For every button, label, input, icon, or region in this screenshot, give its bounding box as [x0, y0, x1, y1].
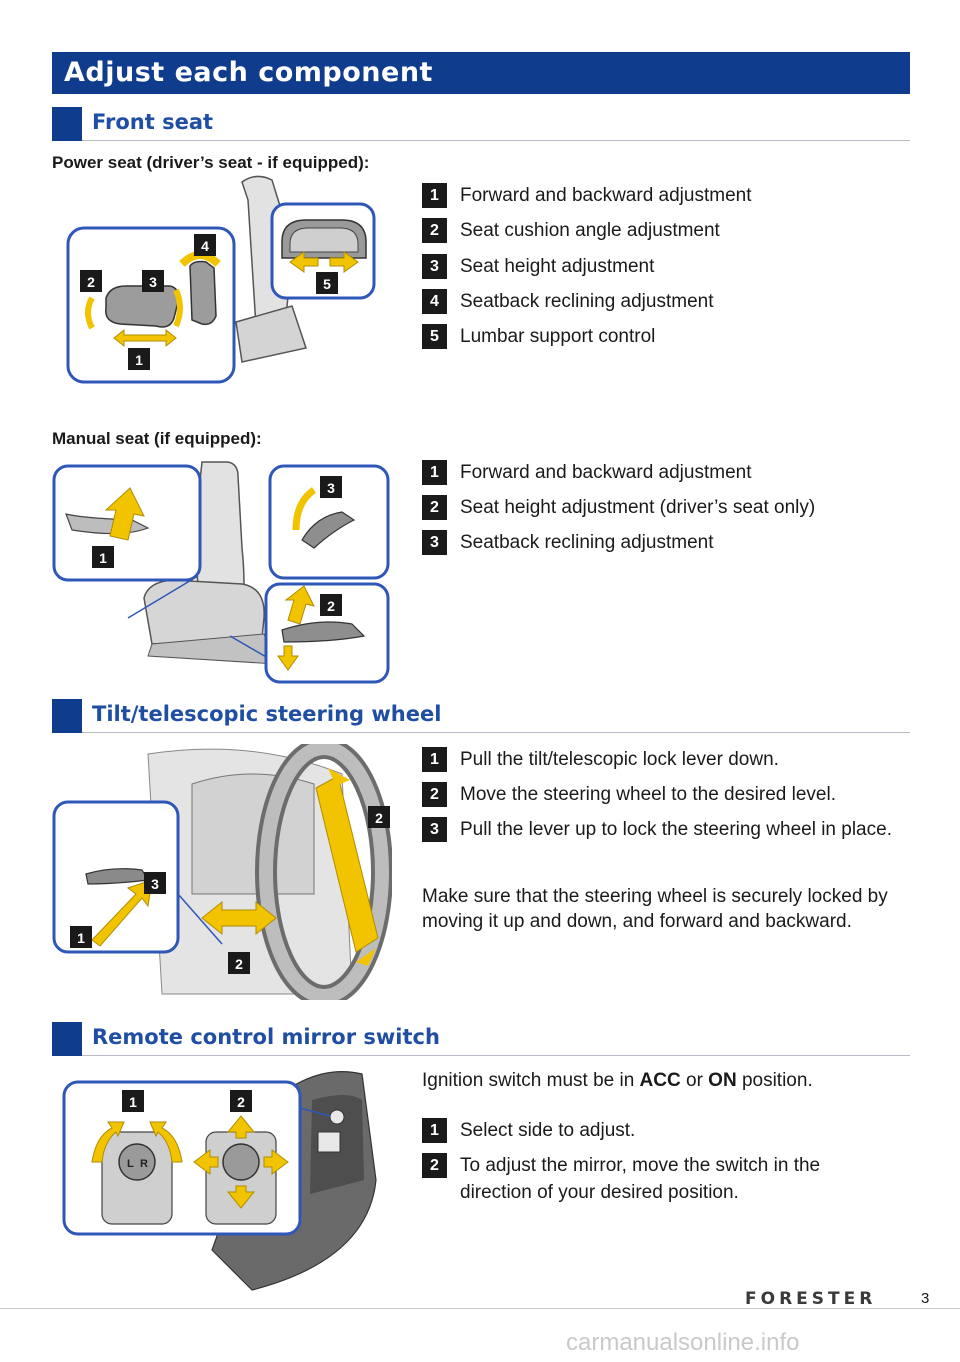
step-number-badge: 5: [422, 324, 447, 349]
brand-logo: FORESTER: [745, 1289, 877, 1309]
steering-wheel-illustration: 1 2 2 3: [52, 744, 392, 1000]
step-number-badge: 1: [422, 747, 447, 772]
steering-note: Make sure that the steering wheel is sec…: [422, 886, 888, 932]
manual-seat-heading: Manual seat (if equipped):: [52, 429, 262, 448]
section-rule: [82, 732, 910, 733]
section-rule: [82, 1055, 910, 1056]
callout-1: 1: [135, 352, 143, 368]
section-marker: [52, 1022, 82, 1056]
svg-text:1: 1: [77, 930, 85, 946]
svg-text:3: 3: [151, 876, 159, 892]
svg-text:2: 2: [235, 956, 243, 972]
switch-left-label: L: [127, 1158, 134, 1170]
step-number-badge: 2: [422, 782, 447, 807]
svg-text:1: 1: [129, 1094, 137, 1110]
callout-3: 3: [149, 274, 157, 290]
section-header-mirror: Remote control mirror switch: [52, 1022, 910, 1056]
callout-2: 2: [87, 274, 95, 290]
mirror-intro-on: ON: [708, 1070, 737, 1091]
svg-text:2: 2: [327, 598, 335, 614]
manual-seat-illustration: 1 2 3: [52, 461, 390, 684]
step-text: Seat cushion angle adjustment: [460, 220, 720, 241]
step-number-badge: 1: [422, 460, 447, 485]
step-number-badge: 4: [422, 289, 447, 314]
step-number-badge: 3: [422, 530, 447, 555]
callout-5: 5: [323, 276, 331, 292]
section-rule: [82, 140, 910, 141]
step-text: Select side to adjust.: [460, 1120, 636, 1141]
section-marker: [52, 699, 82, 733]
watermark: carmanualsonline.info: [566, 1329, 800, 1356]
svg-text:3: 3: [327, 480, 335, 496]
switch-right-label: R: [140, 1158, 148, 1170]
svg-text:1: 1: [99, 550, 107, 566]
power-seat-heading: Power seat (driver’s seat - if equipped)…: [52, 153, 370, 172]
callout-4: 4: [201, 238, 209, 254]
step-text: Seat height adjustment: [460, 256, 655, 277]
step-number-badge: 3: [422, 254, 447, 279]
step-number-badge: 2: [422, 495, 447, 520]
svg-text:2: 2: [237, 1094, 245, 1110]
step-number-badge: 1: [422, 1118, 447, 1143]
step-text: Forward and backward adjustment: [460, 185, 752, 206]
step-text: Pull the lever up to lock the steering w…: [460, 819, 892, 840]
mirror-intro-text: position.: [736, 1070, 813, 1091]
step-text: To adjust the mirror, move the switch in…: [460, 1155, 821, 1203]
power-seat-illustration: 1 2 3 4 5: [66, 175, 376, 384]
mirror-intro-text: or: [680, 1070, 709, 1091]
step-text: Move the steering wheel to the desired l…: [460, 784, 836, 805]
step-text: Seat height adjustment (driver’s seat on…: [460, 497, 816, 518]
mirror-switch-illustration: L R 1 2: [62, 1071, 377, 1291]
section-marker: [52, 107, 82, 141]
step-text: Forward and backward adjustment: [460, 462, 752, 483]
section-title-front-seat: Front seat: [92, 110, 214, 134]
page-number: 3: [921, 1290, 930, 1307]
section-title-mirror: Remote control mirror switch: [92, 1025, 440, 1049]
step-text: Seatback reclining adjustment: [460, 291, 714, 312]
step-number-badge: 1: [422, 183, 447, 208]
section-header-front-seat: Front seat: [52, 107, 910, 141]
step-text: Seatback reclining adjustment: [460, 532, 714, 553]
footer-rule: [0, 1308, 960, 1309]
step-text: Lumbar support control: [460, 326, 656, 347]
step-number-badge: 3: [422, 817, 447, 842]
mirror-intro: Ignition switch must be in ACC or ON pos…: [422, 1068, 892, 1093]
section-title-steering: Tilt/telescopic steering wheel: [92, 702, 442, 726]
step-number-badge: 2: [422, 1153, 447, 1178]
section-header-steering: Tilt/telescopic steering wheel: [52, 699, 910, 733]
svg-text:2: 2: [375, 810, 383, 826]
step-number-badge: 2: [422, 218, 447, 243]
step-text: Pull the tilt/telescopic lock lever down…: [460, 749, 779, 770]
mirror-intro-text: Ignition switch must be in: [422, 1070, 640, 1091]
mirror-intro-acc: ACC: [639, 1070, 681, 1091]
page-banner: Adjust each component: [52, 52, 910, 94]
